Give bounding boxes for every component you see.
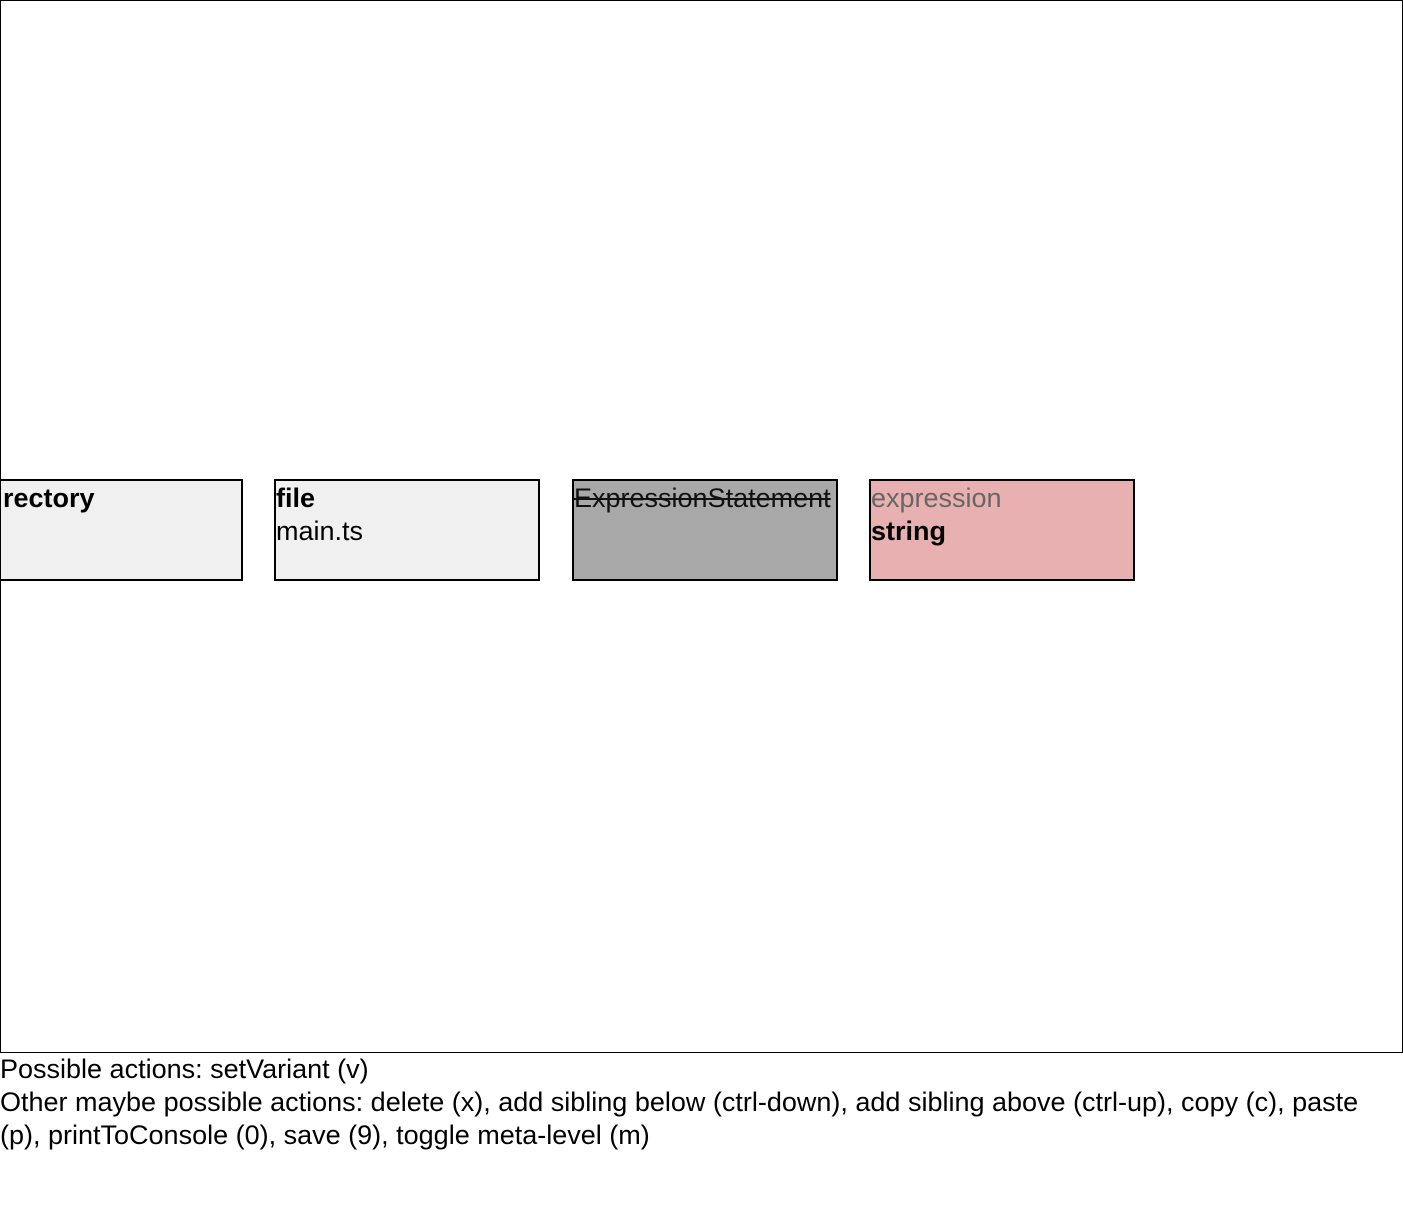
editor-canvas[interactable]: rectory file main.ts ExpressionStatement… [0, 0, 1403, 1053]
directory-node[interactable]: rectory [1, 479, 243, 581]
actions-panel: Possible actions: setVariant (v) Other m… [0, 1053, 1403, 1152]
expression-statement-node-kind: ExpressionStatement [574, 483, 831, 513]
directory-node-kind: rectory [3, 483, 95, 513]
other-actions-text: Other maybe possible actions: delete (x)… [0, 1087, 1359, 1150]
file-node-value: main.ts [276, 516, 364, 546]
possible-actions-text: Possible actions: setVariant (v) [0, 1054, 369, 1084]
expression-statement-node[interactable]: ExpressionStatement [572, 479, 838, 581]
expression-node-kind: expression [871, 483, 1002, 513]
file-node-kind: file [276, 483, 316, 513]
expression-node-selected[interactable]: expression string [869, 479, 1135, 581]
expression-node-value: string [871, 516, 947, 546]
file-node[interactable]: file main.ts [274, 479, 540, 581]
